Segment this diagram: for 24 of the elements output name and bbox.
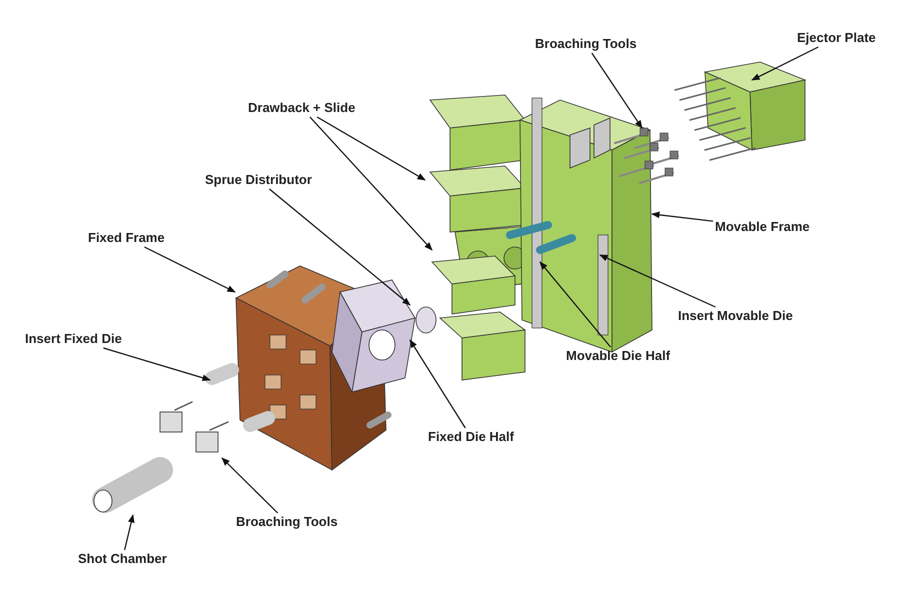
leader-line xyxy=(316,116,426,181)
part-label: Sprue Distributor xyxy=(205,172,312,188)
part-label: Drawback + Slide xyxy=(248,100,356,116)
part-label: Fixed Die Half xyxy=(428,429,514,445)
leader-line xyxy=(410,339,466,428)
leader-line xyxy=(599,254,716,308)
part-label: Movable Frame xyxy=(715,219,810,235)
part-label: Insert Fixed Die xyxy=(25,331,122,347)
leader-line xyxy=(124,514,134,550)
leader-line xyxy=(103,347,211,382)
leader-line xyxy=(651,212,714,222)
part-label: Broaching Tools xyxy=(236,514,338,530)
leader-line xyxy=(591,52,642,129)
part-label: Shot Chamber xyxy=(78,551,167,567)
leader-line xyxy=(309,116,433,251)
leader-line xyxy=(221,457,278,514)
part-label: Ejector Plate xyxy=(797,30,876,46)
leader-line xyxy=(268,188,411,306)
leader-line xyxy=(144,246,236,293)
part-label: Movable Die Half xyxy=(566,348,670,364)
part-label: Broaching Tools xyxy=(535,36,637,52)
part-label: Fixed Frame xyxy=(88,230,165,246)
part-label: Insert Movable Die xyxy=(678,308,793,324)
leader-line xyxy=(751,46,819,81)
